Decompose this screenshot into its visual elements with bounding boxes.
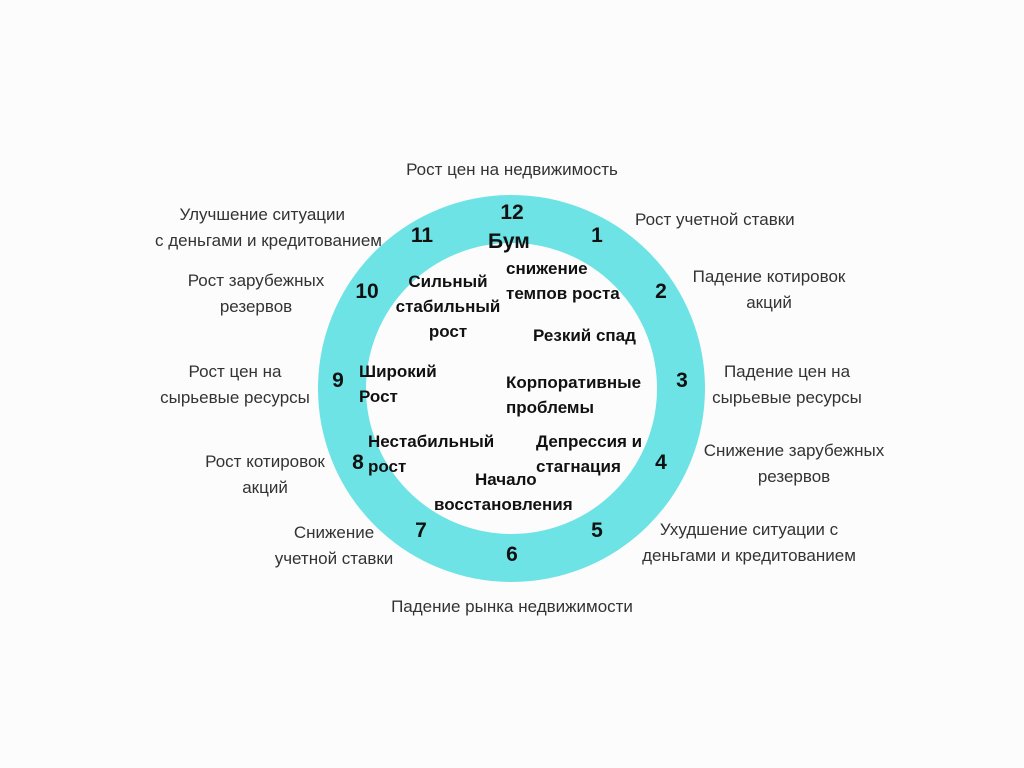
cycle-number-6: 6 (506, 543, 518, 566)
phase-broad-growth: Широкий Рост (359, 359, 437, 409)
event-pos4-line-1: Снижение зарубежных (703, 441, 885, 460)
cycle-number-7: 7 (415, 519, 427, 542)
phase-sharp-decline: Резкий спад (533, 326, 636, 345)
event-pos4: Снижение зарубежных резервов (683, 438, 905, 490)
phase-recovery-start: Начало восстановления (434, 467, 573, 517)
phase-strong-growth-line-2: стабильный (395, 297, 501, 316)
phase-strong-growth: Сильный стабильный рост (383, 269, 513, 344)
event-pos5-line-2: деньгами и кредитованием (642, 546, 856, 565)
phase-depression-line-2: стагнация (536, 457, 621, 476)
phase-broad-growth-line-1: Широкий (359, 362, 437, 381)
phase-strong-growth-line-3: рост (428, 322, 468, 341)
event-pos12-line-1: Рост цен на недвижимость (406, 160, 618, 179)
event-pos9: Рост цен на сырьевые ресурсы (140, 359, 330, 411)
phase-corporate-problems-line-2: проблемы (506, 398, 595, 417)
event-pos9-line-1: Рост цен на (188, 362, 282, 381)
cycle-number-8: 8 (352, 451, 364, 474)
cycle-number-2: 2 (655, 280, 667, 303)
phase-depression-line-1: Депрессия и (536, 432, 643, 451)
cycle-number-3: 3 (676, 369, 688, 392)
event-pos4-line-2: резервов (757, 467, 831, 486)
event-pos11-line-1: Улучшение ситуации (179, 205, 345, 224)
cycle-number-11: 11 (410, 224, 434, 247)
phase-slowdown-line-2: темпов роста (506, 284, 620, 303)
phase-slowdown-line-1: снижение (506, 259, 588, 278)
event-pos12: Рост цен на недвижимость (362, 157, 662, 183)
event-pos5: Ухудшение ситуации с деньгами и кредитов… (619, 517, 879, 569)
cycle-number-1: 1 (591, 224, 603, 247)
event-pos7-line-2: учетной ставки (274, 549, 394, 568)
event-pos3: Падение цен на сырьевые ресурсы (687, 359, 887, 411)
cycle-number-4: 4 (655, 451, 667, 474)
event-pos5-line-1: Ухудшение ситуации с (659, 520, 839, 539)
phase-broad-growth-line-2: Рост (359, 387, 398, 406)
event-pos9-line-2: сырьевые ресурсы (160, 388, 310, 407)
event-pos6-line-1: Падение рынка недвижимости (391, 597, 633, 616)
event-pos1-line-1: Рост учетной ставки (635, 210, 795, 229)
phase-boom: Бум (488, 230, 530, 253)
event-pos6: Падение рынка недвижимости (362, 594, 662, 620)
phase-unstable-growth-line-2: рост (368, 457, 407, 476)
event-pos7-line-1: Снижение (293, 523, 375, 542)
event-pos10-line-2: резервов (219, 297, 293, 316)
phase-corporate-problems-line-1: Корпоративные (506, 373, 642, 392)
cycle-number-10: 10 (355, 280, 379, 303)
phase-recovery-start-line-1: Начало (475, 470, 537, 489)
phase-depression: Депрессия и стагнация (536, 429, 642, 479)
event-pos2-line-2: акций (746, 293, 792, 312)
event-pos3-line-2: сырьевые ресурсы (712, 388, 862, 407)
phase-slowdown: снижение темпов роста (506, 256, 620, 306)
event-pos3-line-1: Падение цен на (723, 362, 851, 381)
event-pos8-line-1: Рост котировок (205, 452, 325, 471)
event-pos11-line-2: с деньгами и кредитованием (154, 231, 382, 250)
event-pos7: Снижение учетной ставки (257, 520, 411, 572)
event-pos8: Рост котировок акций (184, 449, 346, 501)
phase-strong-growth-line-1: Сильный (408, 272, 488, 291)
phase-unstable-growth-line-1: Нестабильный (368, 432, 495, 451)
event-pos10-line-1: Рост зарубежных (187, 271, 325, 290)
phase-recovery-start-line-2: восстановления (434, 495, 573, 514)
event-pos8-line-2: акций (242, 478, 288, 497)
event-pos11: Улучшение ситуации с деньгами и кредитов… (110, 202, 382, 254)
cycle-number-9: 9 (332, 369, 344, 392)
phase-corporate-problems: Корпоративные проблемы (506, 370, 641, 420)
phase-unstable-growth: Нестабильный рост (368, 429, 494, 479)
event-pos2-line-1: Падение котировок (692, 267, 846, 286)
event-pos1: Рост учетной ставки (635, 207, 795, 233)
cycle-number-12: 12 (500, 201, 524, 224)
cycle-number-5: 5 (591, 519, 603, 542)
event-pos10: Рост зарубежных резервов (163, 268, 349, 320)
event-pos2: Падение котировок акций (669, 264, 869, 316)
